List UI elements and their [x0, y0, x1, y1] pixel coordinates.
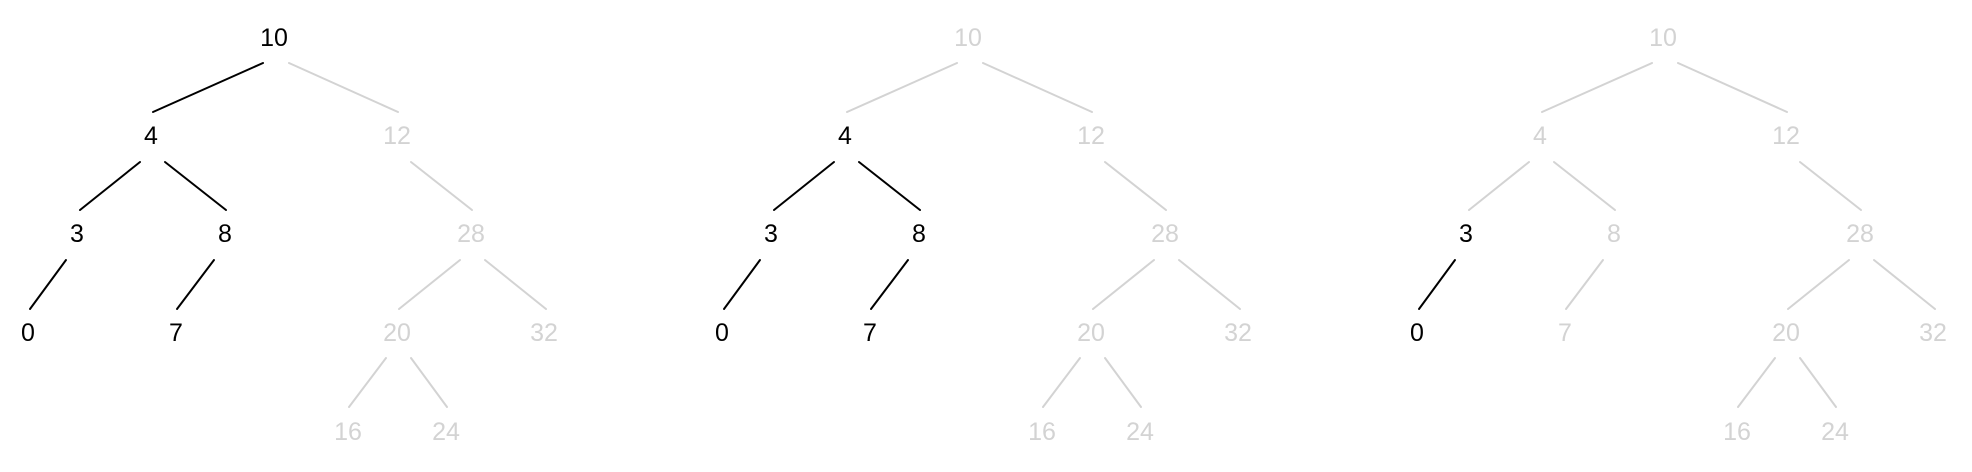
node-16: 16	[1028, 418, 1056, 446]
edge-4-3	[1468, 161, 1530, 211]
edge-20-16	[1042, 357, 1081, 408]
tree-panel-1: 10 4 12 3 8 28 0 7 20 32 16 24	[21, 24, 558, 446]
node-32: 32	[1224, 319, 1252, 347]
node-24: 24	[1821, 418, 1849, 446]
tree-panel-2: 10 4 12 3 8 28 0 7 20 32 16 24	[715, 24, 1252, 446]
node-10: 10	[1649, 24, 1677, 52]
edge-20-16	[1737, 357, 1776, 408]
node-7: 7	[1558, 319, 1572, 347]
node-8: 8	[1607, 220, 1621, 248]
edge-10-4	[152, 62, 264, 113]
node-10: 10	[260, 24, 288, 52]
edge-28-32	[1873, 259, 1936, 310]
edge-20-24	[1799, 357, 1837, 408]
node-20: 20	[383, 319, 411, 347]
edge-10-12	[1677, 62, 1788, 113]
edge-20-24	[410, 357, 448, 408]
edge-8-7	[1565, 259, 1604, 310]
node-4: 4	[144, 122, 158, 150]
node-3: 3	[764, 220, 778, 248]
node-16: 16	[1723, 418, 1751, 446]
node-7: 7	[169, 319, 183, 347]
node-4: 4	[1533, 122, 1547, 150]
node-24: 24	[432, 418, 460, 446]
tree-panel-3: 10 4 12 3 8 28 0 7 20 32 16 24	[1410, 24, 1947, 446]
node-10: 10	[954, 24, 982, 52]
edge-3-0	[29, 259, 67, 310]
edge-3-0	[1418, 259, 1456, 310]
edge-10-12	[288, 62, 399, 113]
edge-10-4	[1541, 62, 1653, 113]
edge-28-32	[1178, 259, 1241, 310]
edge-4-3	[773, 161, 835, 211]
node-28: 28	[1846, 220, 1874, 248]
edge-28-32	[484, 259, 547, 310]
node-0: 0	[1410, 319, 1424, 347]
node-0: 0	[715, 319, 729, 347]
node-8: 8	[912, 220, 926, 248]
edge-12-28	[1799, 161, 1862, 211]
node-12: 12	[1077, 122, 1105, 150]
edge-12-28	[410, 161, 473, 211]
node-3: 3	[1459, 220, 1473, 248]
edge-4-8	[1553, 161, 1616, 211]
node-32: 32	[530, 319, 558, 347]
node-7: 7	[863, 319, 877, 347]
node-12: 12	[1772, 122, 1800, 150]
node-20: 20	[1077, 319, 1105, 347]
edge-8-7	[870, 259, 909, 310]
edge-4-8	[164, 161, 227, 211]
edge-3-0	[723, 259, 761, 310]
node-4: 4	[838, 122, 852, 150]
edge-10-4	[846, 62, 958, 113]
edge-12-28	[1104, 161, 1167, 211]
node-0: 0	[21, 319, 35, 347]
edge-20-16	[348, 357, 387, 408]
node-20: 20	[1772, 319, 1800, 347]
edge-10-12	[982, 62, 1093, 113]
node-28: 28	[1151, 220, 1179, 248]
edge-8-7	[176, 259, 215, 310]
node-24: 24	[1126, 418, 1154, 446]
edge-4-3	[79, 161, 141, 211]
edge-20-24	[1104, 357, 1142, 408]
node-12: 12	[383, 122, 411, 150]
node-16: 16	[334, 418, 362, 446]
edge-28-20	[1092, 259, 1155, 310]
node-8: 8	[218, 220, 232, 248]
node-3: 3	[70, 220, 84, 248]
edge-28-20	[398, 259, 461, 310]
edge-28-20	[1787, 259, 1850, 310]
edge-4-8	[858, 161, 921, 211]
node-28: 28	[457, 220, 485, 248]
node-32: 32	[1919, 319, 1947, 347]
